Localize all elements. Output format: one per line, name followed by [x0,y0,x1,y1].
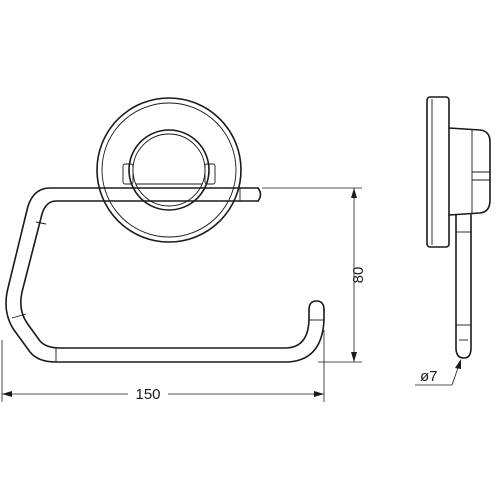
diameter-dimension-label: ø7 [420,368,438,385]
width-dimension: 150 [1,330,325,403]
height-dimension: 80 [262,187,367,363]
height-dimension-label: 80 [350,267,367,284]
diameter-dimension: ø7 [415,359,461,386]
side-view [426,96,491,359]
side-wall-plate [426,96,450,248]
side-hub [448,127,491,216]
holder-arm [5,187,325,363]
center-hub [122,129,216,211]
side-rod [455,214,472,359]
width-dimension-label: 150 [135,386,160,403]
front-view [5,97,325,363]
wall-rosette [96,97,242,243]
